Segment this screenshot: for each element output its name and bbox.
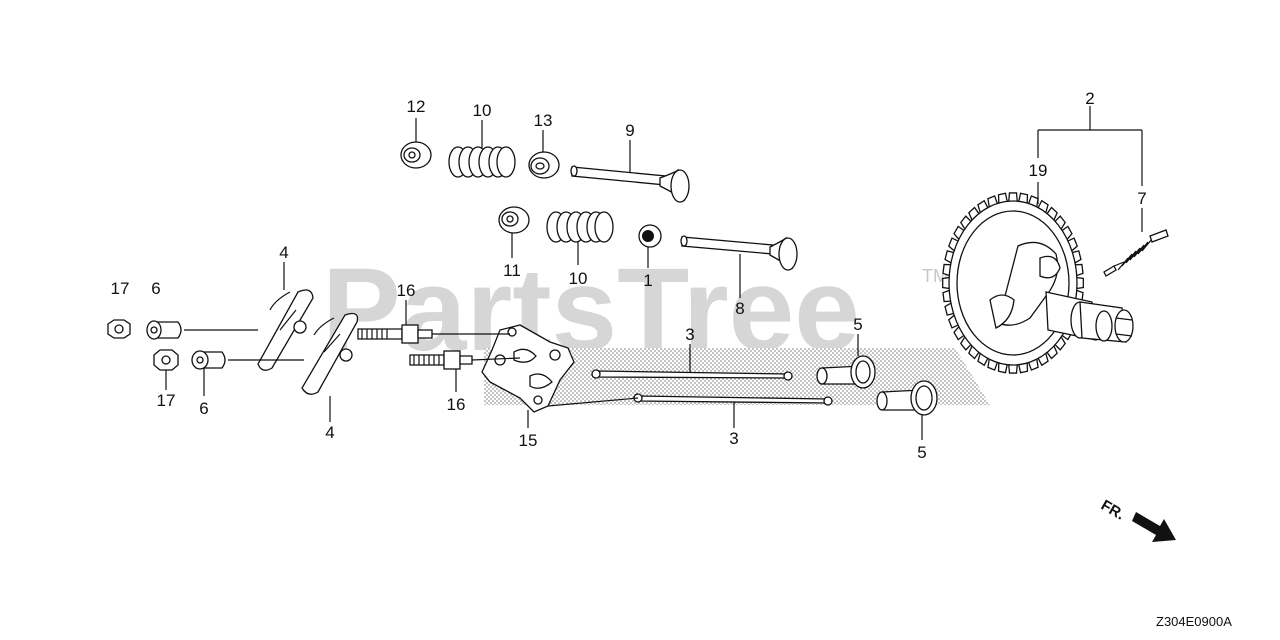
pushrod-3-upper — [591, 369, 793, 381]
callouts: 12 10 13 9 2 19 7 11 10 1 8 4 17 6 16 5 … — [111, 89, 1147, 462]
callout-17-lower: 17 — [157, 391, 176, 410]
callout-16-lower: 16 — [447, 395, 466, 414]
callout-9: 9 — [625, 121, 634, 140]
callout-6-lower: 6 — [199, 399, 208, 418]
trademark-mark: TM — [922, 266, 948, 286]
callout-6-upper: 6 — [151, 279, 160, 298]
valve-spring-10-lower — [546, 211, 614, 243]
decomp-spring-7 — [1103, 229, 1169, 277]
nut-17-lower — [153, 349, 179, 371]
pivot-bolt-16-lower — [409, 350, 473, 370]
callout-12: 12 — [407, 97, 426, 116]
front-arrow-icon — [1132, 512, 1176, 542]
adjuster-6-upper — [146, 320, 182, 340]
retainer-12 — [400, 141, 432, 169]
callout-10-upper: 10 — [473, 101, 492, 120]
callout-7: 7 — [1137, 189, 1146, 208]
callout-13: 13 — [534, 111, 553, 130]
seal-13 — [528, 151, 560, 179]
pivot-bolt-16-upper — [357, 324, 433, 344]
callout-11: 11 — [503, 261, 521, 280]
rocker-arm-4-left — [257, 289, 314, 371]
retainer-11 — [498, 206, 530, 234]
rocker-arm-4-right — [301, 312, 359, 395]
tappet-5-upper — [816, 355, 876, 389]
callout-5-upper: 5 — [853, 315, 862, 334]
callout-3-lower: 3 — [729, 429, 738, 448]
callout-4-upper: 4 — [279, 243, 288, 262]
callout-1: 1 — [643, 271, 652, 290]
valve-spring-10-upper — [448, 146, 516, 178]
valve-8 — [680, 235, 798, 271]
callout-4-lower: 4 — [325, 423, 334, 442]
camshaft-gear-19 — [942, 192, 1134, 374]
front-label: FR. — [1098, 497, 1127, 524]
callout-16-upper: 16 — [397, 281, 416, 300]
callout-2: 2 — [1085, 89, 1094, 108]
nut-17-upper — [107, 319, 131, 339]
guide-plate-15 — [481, 324, 575, 413]
adjuster-6-lower — [191, 350, 226, 370]
callout-8: 8 — [735, 299, 744, 318]
callout-10-lower: 10 — [569, 269, 588, 288]
callout-3-upper: 3 — [685, 325, 694, 344]
valve-stem-seal-1 — [638, 224, 662, 248]
callout-17-upper: 17 — [111, 279, 130, 298]
tappet-5-lower — [876, 380, 938, 416]
diagram-code: Z304E0900A — [1156, 614, 1232, 629]
leader-lines — [165, 106, 1143, 440]
callout-5-lower: 5 — [917, 443, 926, 462]
callout-19: 19 — [1029, 161, 1048, 180]
callout-15: 15 — [519, 431, 538, 450]
valve-9 — [570, 165, 690, 203]
front-direction-arrow: FR. — [1098, 497, 1176, 542]
